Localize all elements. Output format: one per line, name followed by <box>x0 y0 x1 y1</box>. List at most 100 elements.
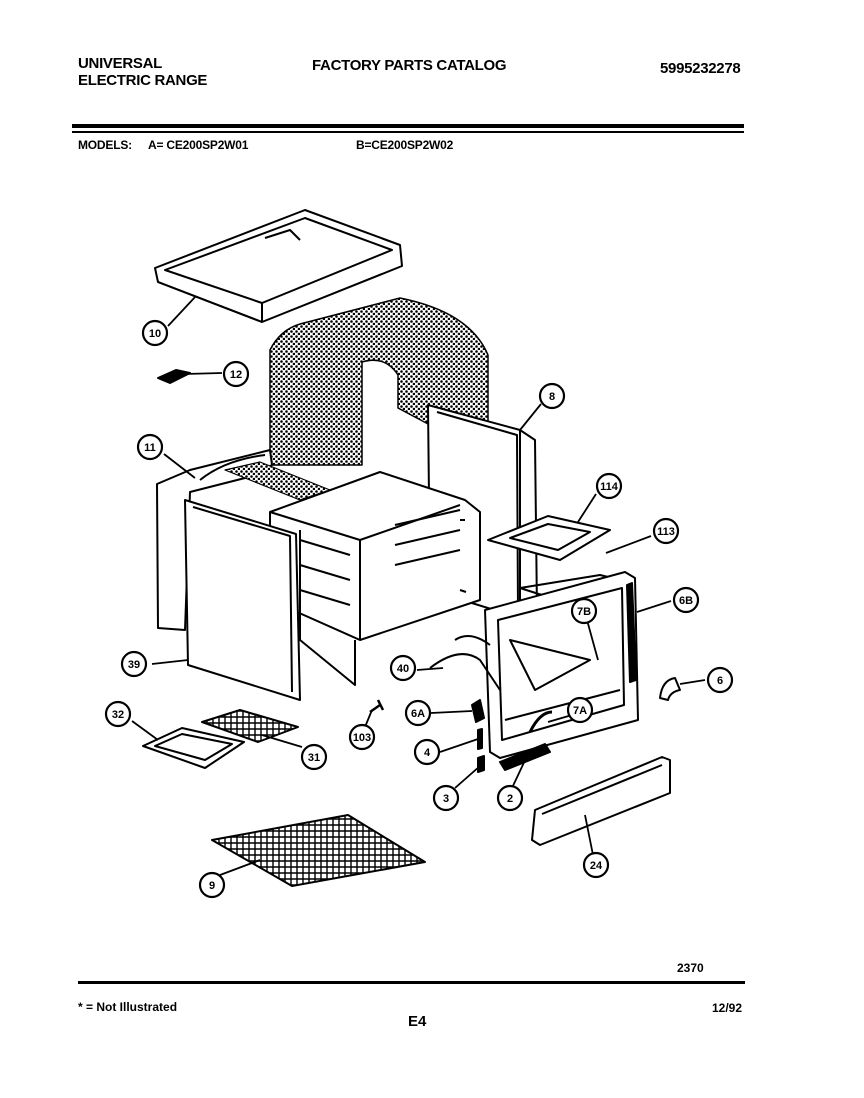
callout-label: 103 <box>353 732 371 744</box>
callout-label: 7A <box>573 705 587 717</box>
part-3 <box>477 755 485 773</box>
part-drip-tray <box>142 727 245 769</box>
callout-circle <box>570 597 598 625</box>
callout-circle <box>104 700 132 728</box>
part-drawer-front <box>531 756 671 846</box>
header-rule-thin <box>72 131 744 133</box>
callout-circle <box>582 851 610 879</box>
callout-label: 113 <box>657 526 675 538</box>
callout-8: 8 <box>538 382 566 410</box>
part-oven-liner <box>269 471 481 686</box>
callout-32: 32 <box>104 700 132 728</box>
callout-circle <box>538 382 566 410</box>
callout-label: 7B <box>577 606 591 618</box>
callout-circle <box>136 433 164 461</box>
part-grate <box>201 709 299 743</box>
callout-circle <box>432 784 460 812</box>
part-7b <box>659 677 681 701</box>
brand-line-1: UNIVERSAL <box>78 55 162 72</box>
callout-3: 3 <box>432 784 460 812</box>
leader-lines <box>131 295 706 876</box>
part-side-panel-left <box>184 499 301 701</box>
callout-103: 103 <box>348 723 376 751</box>
callout-label: 6B <box>679 595 693 607</box>
callout-label: 9 <box>209 880 215 892</box>
brand-block: UNIVERSAL ELECTRIC RANGE <box>78 55 207 89</box>
catalog-date: 12/92 <box>712 1001 743 1015</box>
footer-rule <box>78 981 745 984</box>
callout-24: 24 <box>582 851 610 879</box>
callout-circle <box>222 360 250 388</box>
model-b: B=CE200SP2W02 <box>356 138 454 152</box>
models-label: MODELS: <box>78 138 132 152</box>
part-7a <box>528 710 553 733</box>
model-a: A= CE200SP2W01 <box>148 138 249 152</box>
callout-circle <box>672 586 700 614</box>
callout-circle <box>300 743 328 771</box>
callout-label: 4 <box>424 747 431 759</box>
callout-label: 39 <box>128 659 140 671</box>
callout-6: 6 <box>706 666 734 694</box>
callout-circle <box>706 666 734 694</box>
callout-40: 40 <box>389 654 417 682</box>
callout-circle <box>496 784 524 812</box>
part-40 <box>429 635 501 691</box>
callout-label: 40 <box>397 663 409 675</box>
callout-circle <box>348 723 376 751</box>
callout-39: 39 <box>120 650 148 678</box>
callout-label: 31 <box>308 752 320 764</box>
callout-2: 2 <box>496 784 524 812</box>
callout-circle <box>566 696 594 724</box>
callout-label: 114 <box>600 481 619 493</box>
part-113 <box>626 582 637 683</box>
callout-label: 8 <box>549 391 555 403</box>
part-clip <box>157 369 191 384</box>
callout-circle <box>413 738 441 766</box>
callout-10: 10 <box>141 319 169 347</box>
catalog-number: 5995232278 <box>660 60 741 77</box>
callout-label: 6A <box>411 708 425 720</box>
callout-7b: 7B <box>570 597 598 625</box>
callout-4: 4 <box>413 738 441 766</box>
callout-circle <box>404 699 432 727</box>
callout-circle <box>120 650 148 678</box>
part-vent <box>499 743 551 771</box>
callout-12: 12 <box>222 360 250 388</box>
callout-label: 32 <box>112 709 124 721</box>
part-4 <box>477 728 483 750</box>
footnote: * = Not Illustrated <box>78 1000 178 1014</box>
callout-114: 114 <box>595 472 623 500</box>
callout-label: 24 <box>590 860 603 872</box>
callout-label: 11 <box>144 442 156 454</box>
callout-6b: 6B <box>672 586 700 614</box>
callout-113: 113 <box>652 517 680 545</box>
callout-label: 3 <box>443 793 449 805</box>
catalog-title: FACTORY PARTS CATALOG <box>312 57 507 74</box>
callout-label: 2 <box>507 793 513 805</box>
callout-circle <box>595 472 623 500</box>
callout-circle <box>141 319 169 347</box>
part-6a <box>471 699 485 723</box>
callout-label: 12 <box>230 369 242 381</box>
callout-9: 9 <box>198 871 226 899</box>
page-number: E4 <box>408 1013 427 1030</box>
callout-label: 10 <box>149 328 161 340</box>
part-door-frame <box>484 571 639 759</box>
callout-circle <box>652 517 680 545</box>
part-bracket <box>487 515 611 561</box>
callout-circle <box>389 654 417 682</box>
callout-7a: 7A <box>566 696 594 724</box>
header-rule-thick <box>72 124 744 128</box>
part-top-panel <box>154 209 403 323</box>
callout-6a: 6A <box>404 699 432 727</box>
brand-line-2: ELECTRIC RANGE <box>78 72 208 89</box>
callout-circle <box>198 871 226 899</box>
figure-number: 2370 <box>677 961 704 975</box>
callout-11: 11 <box>136 433 164 461</box>
part-oven-rack <box>211 814 426 887</box>
callout-label: 6 <box>717 675 723 687</box>
callout-31: 31 <box>300 743 328 771</box>
